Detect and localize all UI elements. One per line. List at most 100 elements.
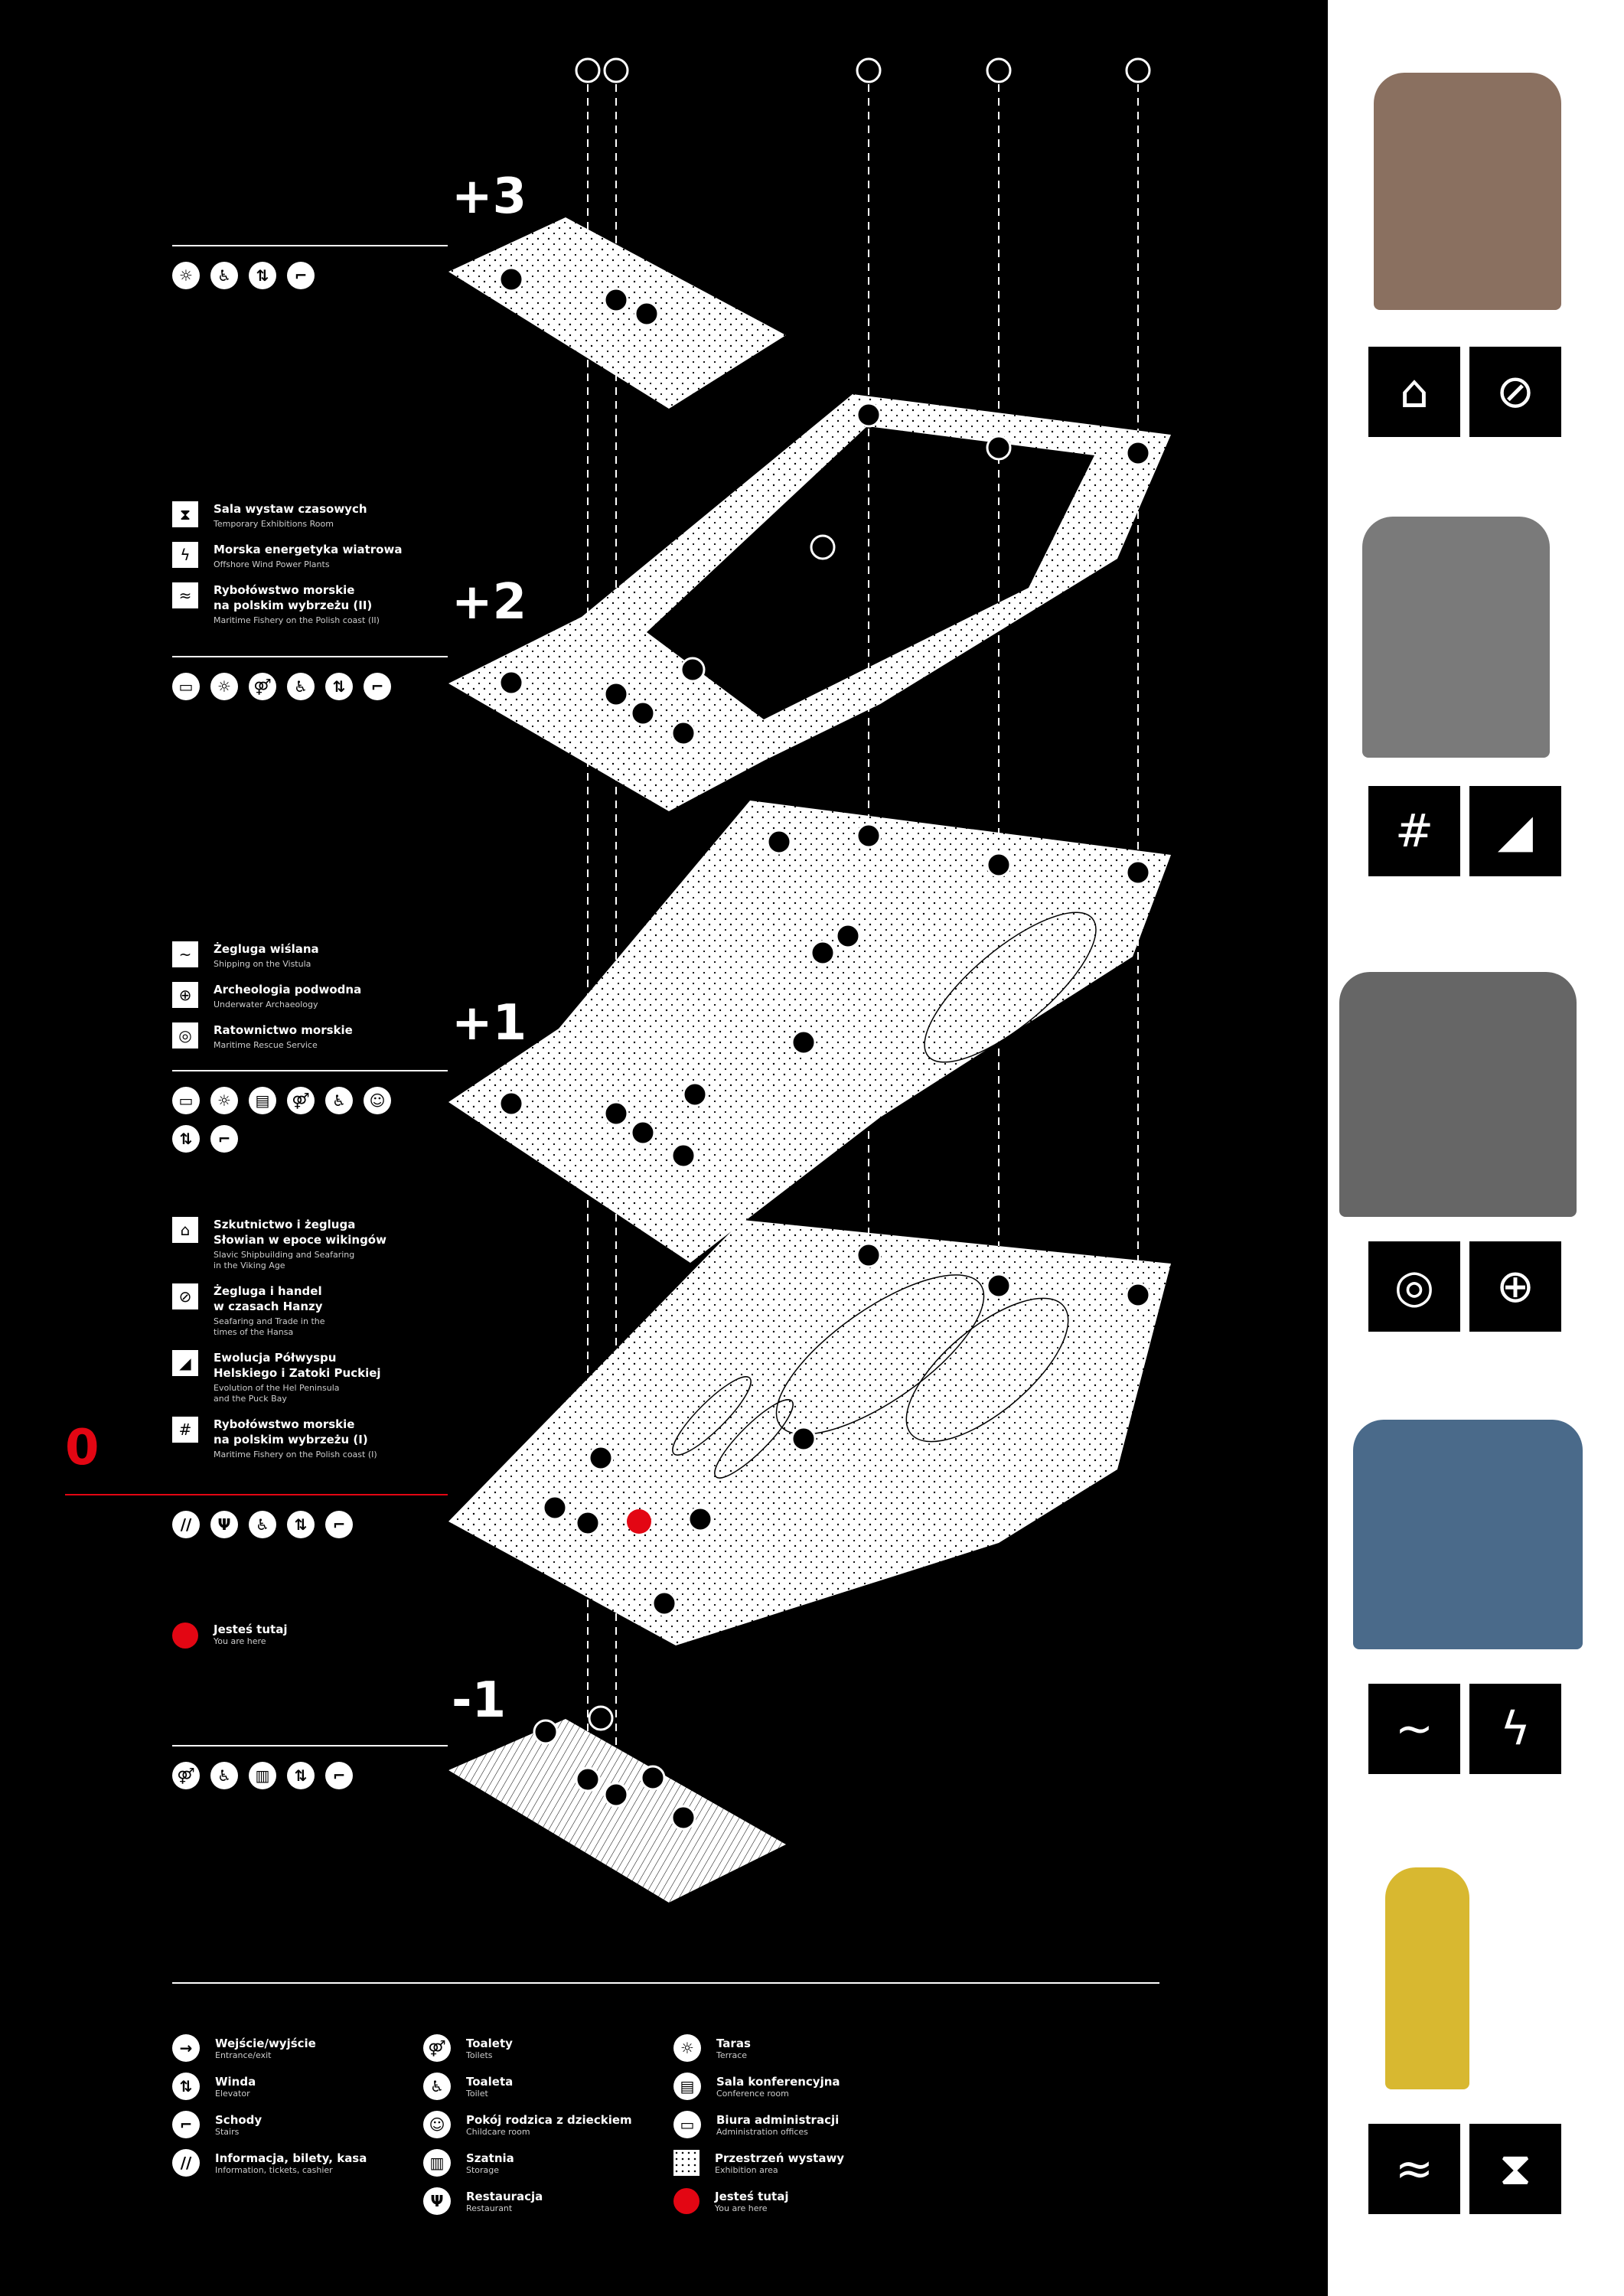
diver-tile-icon: ⊕ (1469, 1241, 1561, 1332)
floor-label: +3 (452, 168, 527, 225)
terrace-icon: ☼ (210, 673, 238, 700)
childcare-icon: ☺ (364, 1087, 391, 1114)
stairs-icon: ⌐ (287, 262, 315, 289)
ship-models (672, 912, 1097, 1479)
exhibition-item[interactable]: ⌂Szkutnictwo i żegluga Słowian w epoce w… (172, 1217, 455, 1271)
floor-label: +2 (452, 574, 527, 631)
legend-title: Winda (215, 2074, 256, 2089)
stairs-icon: ⌐ (325, 1511, 353, 1538)
exhibition-title: Rybołówstwo morskie na polskim wybrzeżu … (214, 583, 373, 612)
legend-title: Szatnia (466, 2151, 514, 2165)
net-icon: # (172, 1417, 198, 1443)
toilets-icon: ⚤ (249, 673, 276, 700)
toilet-accessible-icon: ♿ (423, 2073, 451, 2100)
legend-title: Toalety (466, 2036, 513, 2050)
exhibition-subtitle: Temporary Exhibitions Room (214, 519, 334, 529)
legend-subtitle: Stairs (215, 2126, 240, 2137)
floor-label: +1 (452, 995, 527, 1052)
net-tile-icon: # (1368, 786, 1460, 876)
legend-title: Schody (215, 2112, 263, 2127)
floor-plus3-plan (448, 217, 786, 409)
exhibition-subtitle: Evolution of the Hel Peninsula and the P… (214, 1383, 340, 1404)
floor-services: ▭☼▤⚤♿☺⇅⌐ (172, 1087, 402, 1153)
admin-icon: ▭ (172, 1087, 200, 1114)
exhibition-title: Rybołówstwo morskie na polskim wybrzeżu … (214, 1417, 368, 1446)
legend-subtitle: Toilet (466, 2088, 488, 2099)
storage-icon: ▥ (249, 1762, 276, 1789)
legend-title: Restauracja (466, 2189, 543, 2203)
terrace-icon: ☼ (172, 262, 200, 289)
figure-rescuer-and-diver (1339, 972, 1577, 1217)
exhibition-title: Archeologia podwodna (214, 983, 362, 996)
floor-label: -1 (452, 1672, 507, 1729)
exhibition-item[interactable]: ≈ Rybołówstwo morskie na polskim wybrzeżu… (172, 582, 455, 626)
legend-subtitle: You are here (715, 2203, 768, 2213)
floor-poi-icons (498, 266, 1151, 1831)
fish-tile-icon: ≈ (1368, 2124, 1460, 2214)
figure-viking-and-merchant (1374, 73, 1561, 310)
viking-ship-tile-icon: ⌂ (1368, 347, 1460, 437)
lifebuoy-tile-icon: ◎ (1368, 1241, 1460, 1332)
exhibition-item[interactable]: ◢Ewolucja Półwyspu Helskiego i Zatoki Pu… (172, 1350, 455, 1404)
exhibition-item[interactable]: # Rybołówstwo morskie na polskim wybrzeżu… (172, 1417, 455, 1460)
legend-title: Jesteś tutaj (715, 2189, 789, 2203)
shaft-top-icons (575, 57, 1151, 83)
floor-divider (172, 656, 448, 657)
exhibition-subtitle: Maritime Fishery on the Polish coast (I) (214, 1450, 377, 1459)
legend-subtitle: Toilets (466, 2050, 493, 2060)
floor-services: ☼♿⇅⌐ (172, 262, 402, 289)
floor-services: ⚤♿▥⇅⌐ (172, 1762, 402, 1789)
legend-title: Biura administracji (716, 2112, 840, 2127)
you-are-here-icon (673, 2188, 699, 2214)
conference-icon: ▤ (249, 1087, 276, 1114)
storage-icon: ▥ (423, 2149, 451, 2177)
floor-plus2-plan (448, 394, 1171, 811)
stairs-icon: ⌐ (210, 1125, 238, 1153)
you-are-here-subtitle: You are here (214, 1636, 266, 1646)
lifebuoy-icon: ◎ (172, 1022, 198, 1049)
toilets-icon: ⚤ (423, 2034, 451, 2062)
toilet-accessible-icon: ♿ (325, 1087, 353, 1114)
terrace-icon: ☼ (673, 2034, 701, 2062)
exhibition-title: Ratownictwo morskie (214, 1023, 353, 1037)
legend-title: Wejście/wyjście (215, 2036, 316, 2050)
fish-icon: ≈ (172, 582, 198, 608)
floor-exhibitions: ⌂Szkutnictwo i żegluga Słowian w epoce w… (172, 1217, 455, 1473)
figure-fisherman-and-photographer (1362, 517, 1550, 758)
exhibition-title: Szkutnictwo i żegluga Słowian w epoce wi… (214, 1218, 386, 1247)
elevator-icon: ⇅ (287, 1511, 315, 1538)
exhibition-subtitle: Maritime Fishery on the Polish coast (II… (214, 615, 380, 625)
toilet-accessible-icon: ♿ (210, 262, 238, 289)
legend-subtitle: Administration offices (716, 2126, 808, 2137)
exhibition-subtitle: Underwater Archaeology (214, 1000, 318, 1009)
exhibition-title: Żegluga wiślana (214, 942, 319, 956)
toilets-icon: ⚤ (172, 1762, 200, 1789)
legend-title: Informacja, bilety, kasa (215, 2151, 367, 2165)
wind-tile-icon: ϟ (1469, 1684, 1561, 1774)
floor-minus1-plan (448, 1719, 786, 1903)
restaurant-icon: Ψ (423, 2187, 451, 2215)
legend-subtitle: Terrace (716, 2050, 748, 2060)
entrance-icon: → (172, 2034, 200, 2062)
exhibition-area-icon (673, 2150, 699, 2176)
you-are-here-title: Jesteś tutaj (214, 1623, 288, 1636)
floor-divider (65, 1494, 448, 1495)
exhibition-title: Morska energetyka wiatrowa (214, 543, 403, 556)
